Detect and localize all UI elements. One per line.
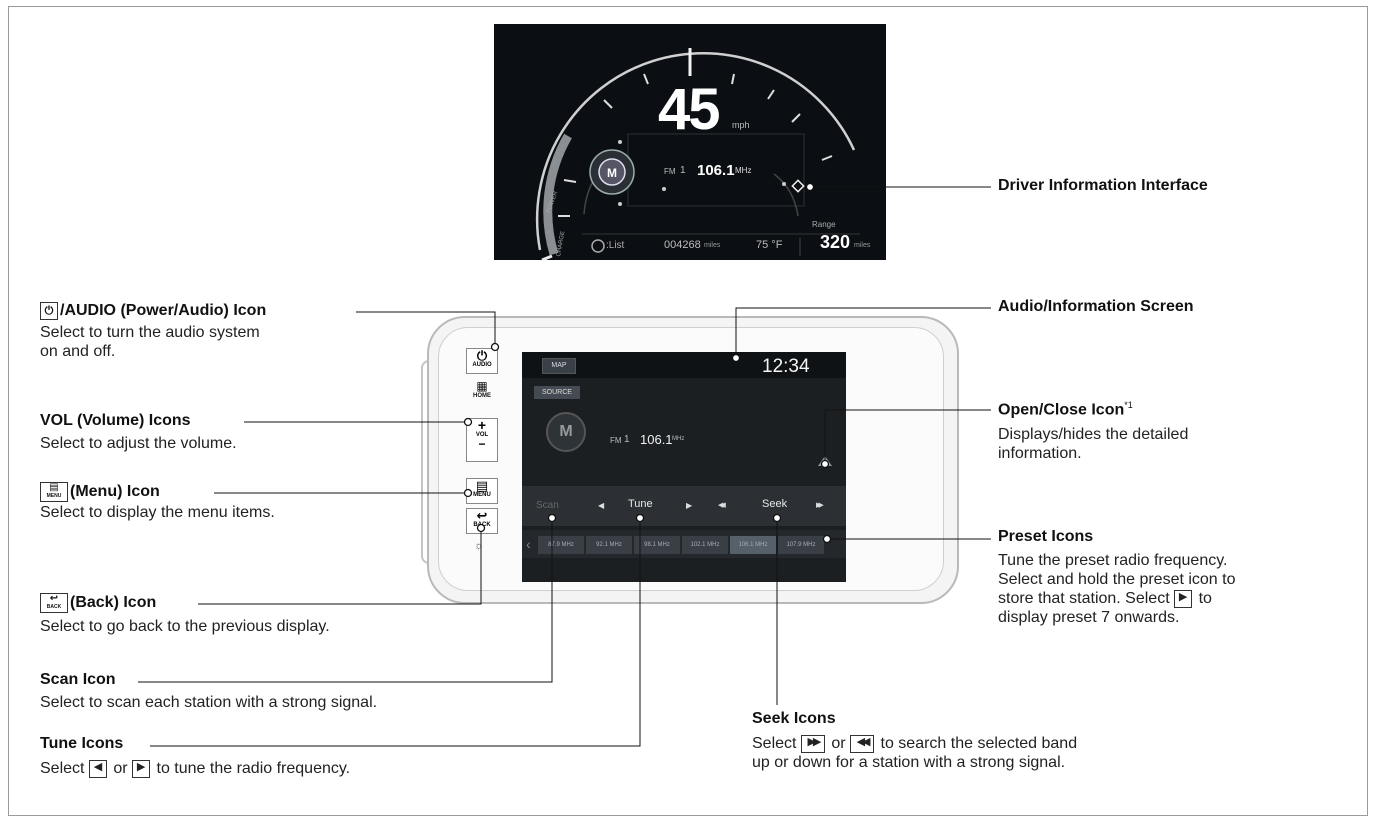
- tune-desc-select: Select: [40, 760, 84, 777]
- open-close-desc-1: Displays/hides the detailed: [998, 425, 1188, 444]
- power-audio-title-text: /AUDIO (Power/Audio) Icon: [60, 302, 266, 319]
- back-icon-label: BACK: [41, 604, 67, 610]
- driver-information-interface-title: Driver Information Interface: [998, 177, 1208, 195]
- back-icon: ↩BACK: [40, 593, 68, 613]
- volume-icons-title: VOL (Volume) Icons: [40, 412, 191, 430]
- preset-more-icon: ▶: [1174, 590, 1192, 608]
- preset-desc-1: Tune the preset radio frequency.: [998, 551, 1227, 570]
- tune-right-icon: ▶: [132, 760, 150, 778]
- power-audio-desc-1: Select to turn the audio system: [40, 323, 260, 342]
- menu-icon-desc: Select to display the menu items.: [40, 503, 275, 522]
- seek-icons-title: Seek Icons: [752, 710, 836, 728]
- tune-desc-or: or: [113, 760, 127, 777]
- preset-icons-title: Preset Icons: [998, 528, 1093, 546]
- seek-desc-1: Select ▶▶ or ◀◀ to search the selected b…: [752, 734, 1077, 753]
- open-close-title-text: Open/Close Icon: [998, 401, 1124, 418]
- seek-desc-select: Select: [752, 735, 796, 752]
- seek-desc-rest: to search the selected band: [881, 735, 1078, 752]
- tune-left-icon: ◀: [89, 760, 107, 778]
- preset-desc-3-text: store that station. Select: [998, 590, 1170, 607]
- audio-information-screen-title: Audio/Information Screen: [998, 298, 1194, 316]
- menu-icon: ▤MENU: [40, 482, 68, 502]
- back-title-text: (Back) Icon: [70, 594, 156, 611]
- seek-desc-or: or: [831, 735, 845, 752]
- seek-back-icon: ◀◀: [850, 735, 874, 753]
- power-audio-icon-title: ⏻/AUDIO (Power/Audio) Icon: [40, 302, 266, 320]
- power-icon: ⏻: [40, 302, 58, 320]
- menu-title-text: (Menu) Icon: [70, 483, 160, 500]
- open-close-footnote: *1: [1124, 400, 1133, 410]
- back-icon-title: ↩BACK(Back) Icon: [40, 593, 156, 613]
- preset-desc-2: Select and hold the preset icon to: [998, 570, 1236, 589]
- menu-icon-title: ▤MENU(Menu) Icon: [40, 482, 160, 502]
- volume-icons-desc: Select to adjust the volume.: [40, 434, 237, 453]
- open-close-icon-title: Open/Close Icon*1: [998, 400, 1133, 419]
- back-icon-desc: Select to go back to the previous displa…: [40, 617, 330, 636]
- preset-desc-4: display preset 7 onwards.: [998, 608, 1179, 627]
- seek-forward-icon: ▶▶: [801, 735, 825, 753]
- power-audio-desc-2: on and off.: [40, 342, 115, 361]
- seek-desc-2: up or down for a station with a strong s…: [752, 753, 1065, 772]
- scan-icon-desc: Select to scan each station with a stron…: [40, 693, 377, 712]
- tune-desc-rest: to tune the radio frequency.: [157, 760, 351, 777]
- open-close-desc-2: information.: [998, 444, 1082, 463]
- scan-icon-title: Scan Icon: [40, 671, 116, 689]
- preset-desc-3: store that station. Select ▶ to: [998, 589, 1212, 608]
- tune-icons-desc: Select ◀ or ▶ to tune the radio frequenc…: [40, 759, 350, 778]
- back-icon-glyph: ↩: [41, 594, 67, 604]
- menu-icon-glyph: ▤: [41, 483, 67, 493]
- tune-icons-title: Tune Icons: [40, 735, 123, 753]
- menu-icon-label: MENU: [41, 493, 67, 499]
- preset-desc-3-to: to: [1199, 590, 1212, 607]
